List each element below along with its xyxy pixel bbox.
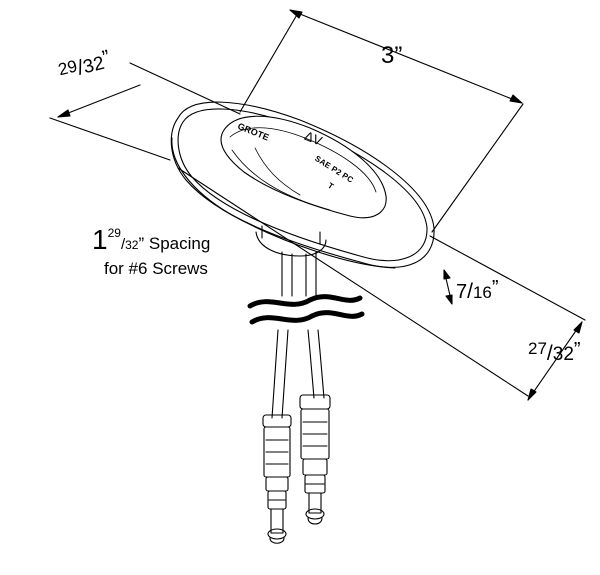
- spacing-text: ” Spacing: [138, 234, 211, 253]
- screw-spacing-label: 129/32” Spacing: [92, 226, 210, 254]
- fraction-slash: /: [120, 236, 126, 253]
- spacing-numerator: 29: [107, 226, 121, 240]
- wire-upper-left: [281, 251, 293, 297]
- wire-break-mark: [249, 310, 365, 325]
- arrowhead-icon: [57, 109, 71, 118]
- height-dimension-label: 7/16”: [456, 278, 499, 302]
- depth-dimension-line: [527, 321, 583, 401]
- lens-dome: [220, 115, 387, 219]
- mounting-boss: [255, 231, 327, 257]
- depth-numerator: 27: [528, 339, 547, 358]
- depth-denominator: 32: [552, 344, 574, 365]
- lens-ridge: [254, 147, 301, 196]
- arrowhead-icon: [443, 269, 451, 280]
- wire-lower-right: [307, 329, 325, 399]
- screw-size-label: for #6 Screws: [104, 259, 208, 278]
- length-dimension-line: [289, 9, 523, 104]
- depth-dimension-label: 27/32”: [528, 340, 581, 364]
- dimension-lines: [49, 9, 586, 401]
- length-value: 3”: [381, 42, 403, 69]
- extension-line: [429, 235, 586, 321]
- spacing-whole: 1: [92, 224, 108, 255]
- spacing-denominator: 32: [125, 238, 139, 252]
- height-denominator: 16: [472, 283, 492, 302]
- height-numerator: 7: [456, 281, 468, 303]
- wire-break-mark: [247, 294, 363, 309]
- wire-leads: [247, 251, 365, 419]
- extension-line: [49, 117, 171, 161]
- wire-lower-left: [271, 329, 289, 419]
- base-flange-side: [171, 137, 396, 269]
- fraction-slash: /: [546, 342, 553, 365]
- lens-highlight: [229, 127, 377, 193]
- arrowhead-icon: [527, 388, 537, 401]
- wire-upper-right: [305, 251, 317, 297]
- mounting-boss-sides: [261, 225, 321, 245]
- base-flange-outline: [170, 101, 435, 268]
- arrowhead-icon: [509, 94, 523, 104]
- bullet-terminal-right: [299, 394, 331, 525]
- extension-line: [431, 103, 524, 233]
- height-unit: ”: [491, 277, 499, 299]
- lamp-body: [170, 101, 435, 269]
- base-extension-line: [177, 167, 529, 397]
- arrowhead-icon: [573, 321, 583, 334]
- depth-unit: ”: [573, 339, 581, 361]
- extension-line: [239, 12, 299, 113]
- width-dimension-line: [57, 84, 141, 118]
- lens-lower-edge: [231, 149, 331, 211]
- fraction-slash: /: [467, 280, 473, 303]
- bullet-terminal-left: [262, 414, 292, 544]
- arrowhead-icon: [289, 9, 303, 19]
- length-dimension-label: 3”: [381, 44, 402, 68]
- arrowhead-icon: [445, 294, 453, 305]
- extension-line: [129, 62, 241, 115]
